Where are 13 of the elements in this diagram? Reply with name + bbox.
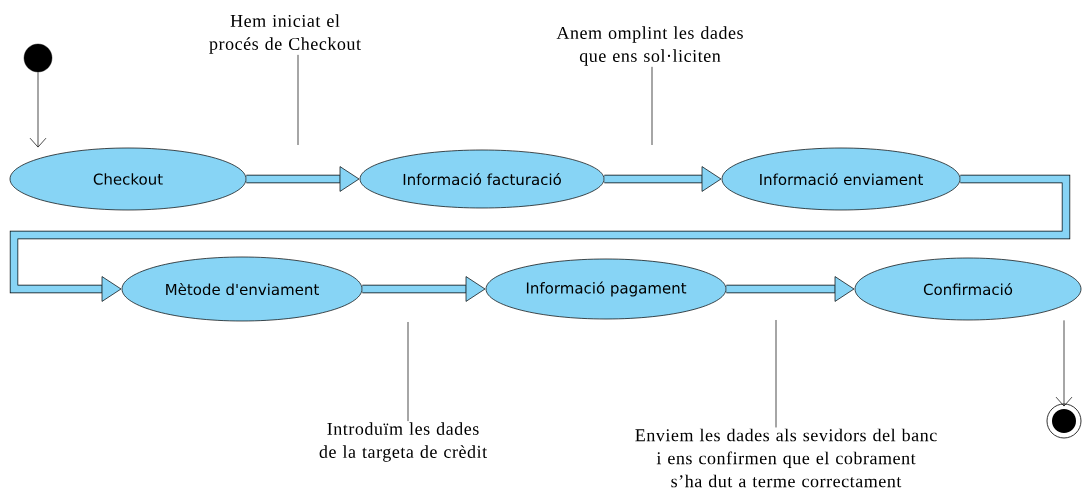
note-text: Hem iniciat el procés de Checkout xyxy=(209,14,361,54)
arrow xyxy=(29,71,47,148)
note-text: Enviem les dades als sevidors del banc i ens confirmen que el cobrament s’ha dut a terme correctament xyxy=(635,428,937,488)
note-text: Introduïm les dades de la targeta de crèdit xyxy=(319,422,487,462)
end-bullseye xyxy=(1046,403,1082,439)
note-text: Anem omplint les dades que ens sol·liciten xyxy=(556,26,743,66)
leader-line xyxy=(407,321,409,422)
leader-line xyxy=(775,319,777,428)
leader-line xyxy=(651,66,653,146)
leader-line xyxy=(297,54,299,146)
start-dot xyxy=(23,43,53,73)
block-arrow xyxy=(9,174,1071,302)
arrow xyxy=(1055,320,1073,407)
